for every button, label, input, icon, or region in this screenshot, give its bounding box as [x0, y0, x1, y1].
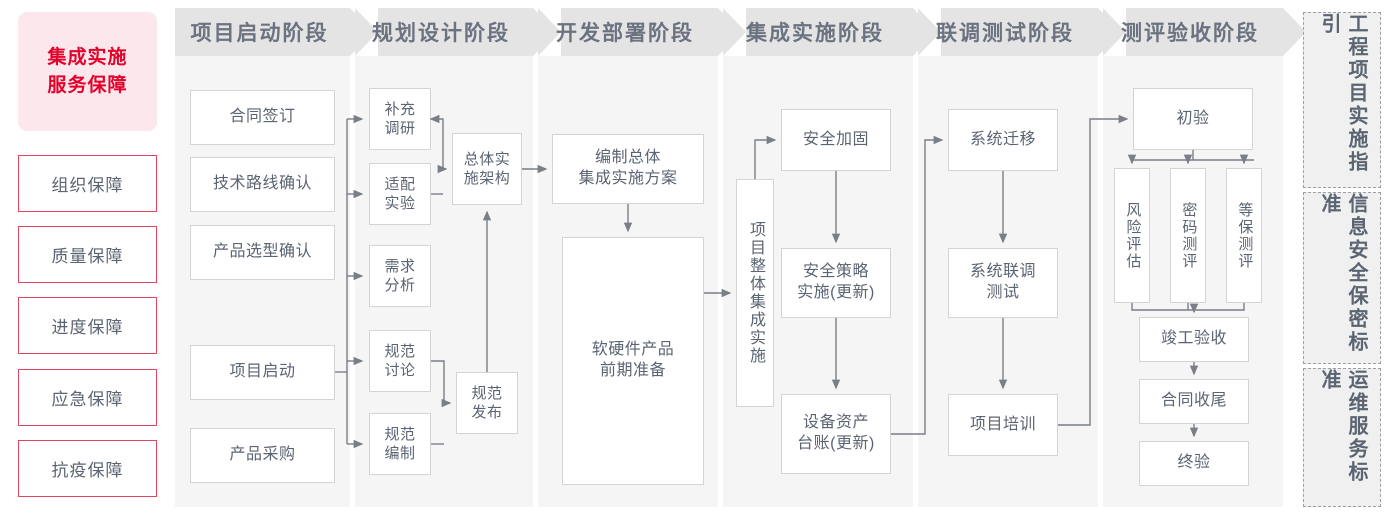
node-cryptography-evaluation[interactable]: 密码测评: [1170, 168, 1206, 303]
node-project-kickoff-label: 项目启动: [229, 363, 296, 381]
phase-header-6-label: 测评验收阶段: [1121, 22, 1259, 45]
node-adaptation-experiment-line2: 实验: [384, 195, 416, 212]
node-risk-assessment[interactable]: 风险评估: [1114, 168, 1150, 303]
node-tech-route-confirm[interactable]: 技术路线确认: [190, 157, 335, 212]
phase-header-2[interactable]: 规划设计阶段: [355, 8, 556, 56]
phase-header-5[interactable]: 联调测试阶段: [918, 8, 1121, 56]
node-spec-release[interactable]: 规范 发布: [456, 372, 518, 434]
node-asset-ledger-update-line2: 台账(更新): [797, 435, 875, 452]
node-adaptation-experiment-line1: 适配: [384, 175, 416, 193]
node-project-training[interactable]: 项目培训: [948, 394, 1058, 456]
node-security-policy-implementation-line1: 安全策略: [802, 263, 869, 281]
node-spec-release-line2: 发布: [471, 404, 503, 421]
left-rail-title-line1: 集成实施: [47, 46, 128, 68]
node-classified-protection-evaluation-label: 等保测评: [1236, 201, 1254, 270]
node-completion-acceptance-label: 竣工验收: [1160, 330, 1227, 348]
node-requirement-analysis[interactable]: 需求 分析: [369, 245, 431, 307]
node-system-joint-test-line1: 系统联调: [969, 263, 1036, 281]
phase-header-1-label: 项目启动阶段: [190, 22, 329, 45]
guarantee-item-epidemic-label: 抗疫保障: [51, 461, 124, 480]
node-spec-drafting[interactable]: 规范 编制: [369, 413, 431, 475]
node-overall-implementation-architecture-line2: 施架构: [463, 170, 511, 187]
guarantee-item-emergency[interactable]: 应急保障: [18, 369, 157, 426]
phase-header-4[interactable]: 集成实施阶段: [723, 8, 936, 56]
node-spec-discussion-line2: 讨论: [384, 362, 416, 379]
phase-header-4-label: 集成实施阶段: [746, 22, 884, 45]
node-spec-discussion[interactable]: 规范 讨论: [369, 330, 431, 392]
node-overall-implementation-architecture[interactable]: 总体实 施架构: [452, 133, 522, 205]
node-asset-ledger-update-line1: 设备资产: [802, 414, 869, 432]
node-hardware-software-preparation[interactable]: 软硬件产品 前期准备: [562, 237, 704, 485]
node-system-joint-test-line2: 测试: [986, 284, 1020, 301]
node-overall-implementation-architecture-line1: 总体实: [463, 150, 511, 168]
standard-panel-ops-service-standard-label: 运维服务标准: [1318, 369, 1367, 484]
node-overall-project-integration[interactable]: 项目整体集成实施: [736, 179, 774, 407]
node-completion-acceptance[interactable]: 竣工验收: [1139, 317, 1249, 362]
node-supplementary-research[interactable]: 补充 调研: [369, 88, 431, 150]
node-requirement-analysis-line1: 需求: [384, 257, 416, 275]
node-requirement-analysis-line2: 分析: [384, 277, 416, 294]
guarantee-item-progress[interactable]: 进度保障: [18, 297, 157, 354]
standard-panel-security-standard-label: 信息安全保密标准: [1318, 193, 1367, 354]
phase-header-1[interactable]: 项目启动阶段: [175, 8, 373, 56]
node-cryptography-evaluation-label: 密码测评: [1180, 201, 1198, 270]
node-system-migration-label: 系统迁移: [969, 130, 1036, 148]
phase-header-2-label: 规划设计阶段: [372, 22, 510, 45]
node-spec-release-line1: 规范: [471, 384, 503, 402]
node-contract-signing[interactable]: 合同签订: [190, 90, 335, 145]
node-product-selection-confirm-label: 产品选型确认: [212, 243, 312, 261]
node-spec-drafting-line2: 编制: [384, 445, 416, 462]
node-security-policy-implementation[interactable]: 安全策略 实施(更新): [781, 248, 891, 318]
left-rail-title: 集成实施 服务保障: [18, 12, 157, 131]
node-preliminary-acceptance-label: 初验: [1176, 109, 1210, 127]
phase-header-3[interactable]: 开发部署阶段: [538, 8, 741, 56]
node-contract-signing-label: 合同签订: [229, 108, 296, 126]
node-system-joint-test[interactable]: 系统联调 测试: [948, 248, 1058, 318]
guarantee-item-emergency-label: 应急保障: [51, 390, 124, 409]
phase-header-6[interactable]: 测评验收阶段: [1103, 8, 1306, 56]
node-spec-drafting-line1: 规范: [384, 425, 416, 443]
standard-panel-engineering-guideline[interactable]: 工程项目实施指引: [1303, 12, 1381, 188]
node-spec-discussion-line1: 规范: [384, 342, 416, 360]
node-security-hardening-label: 安全加固: [802, 130, 869, 148]
standard-panel-ops-service-standard[interactable]: 运维服务标准: [1303, 368, 1381, 507]
phase-header-5-label: 联调测试阶段: [936, 22, 1074, 45]
guarantee-item-quality-label: 质量保障: [51, 247, 124, 266]
guarantee-item-progress-label: 进度保障: [51, 318, 124, 337]
guarantee-item-organization[interactable]: 组织保障: [18, 155, 157, 212]
node-adaptation-experiment[interactable]: 适配 实验: [369, 163, 431, 225]
node-hardware-software-preparation-line1: 软硬件产品: [591, 341, 675, 359]
node-overall-integration-plan-line2: 集成实施方案: [578, 170, 678, 187]
node-final-acceptance[interactable]: 终验: [1139, 441, 1249, 486]
node-classified-protection-evaluation[interactable]: 等保测评: [1226, 168, 1262, 303]
node-security-hardening[interactable]: 安全加固: [781, 109, 891, 171]
node-contract-closure-label: 合同收尾: [1160, 392, 1227, 410]
phase-header-3-label: 开发部署阶段: [556, 22, 694, 45]
node-project-kickoff[interactable]: 项目启动: [190, 345, 335, 400]
standard-panel-security-standard[interactable]: 信息安全保密标准: [1303, 192, 1381, 364]
node-product-procurement[interactable]: 产品采购: [190, 428, 335, 483]
node-preliminary-acceptance[interactable]: 初验: [1133, 88, 1253, 150]
node-overall-integration-plan-line1: 编制总体: [594, 149, 661, 167]
node-system-migration[interactable]: 系统迁移: [948, 109, 1058, 171]
node-product-procurement-label: 产品采购: [229, 446, 296, 464]
left-rail-title-line2: 服务保障: [47, 74, 128, 96]
node-security-policy-implementation-line2: 实施(更新): [797, 284, 875, 301]
node-risk-assessment-label: 风险评估: [1124, 201, 1142, 270]
guarantee-item-epidemic[interactable]: 抗疫保障: [18, 440, 157, 497]
node-overall-integration-plan[interactable]: 编制总体 集成实施方案: [552, 134, 704, 204]
node-hardware-software-preparation-line2: 前期准备: [599, 362, 666, 379]
node-asset-ledger-update[interactable]: 设备资产 台账(更新): [781, 394, 891, 474]
standard-panel-engineering-guideline-label: 工程项目实施指引: [1318, 13, 1367, 174]
node-contract-closure[interactable]: 合同收尾: [1139, 379, 1249, 424]
node-project-training-label: 项目培训: [969, 415, 1036, 433]
node-overall-project-integration-label: 项目整体集成实施: [747, 221, 764, 365]
guarantee-item-organization-label: 组织保障: [51, 176, 124, 195]
node-supplementary-research-line2: 调研: [384, 120, 416, 137]
node-tech-route-confirm-label: 技术路线确认: [212, 175, 312, 193]
node-final-acceptance-label: 终验: [1177, 454, 1211, 472]
guarantee-item-quality[interactable]: 质量保障: [18, 226, 157, 283]
node-supplementary-research-line1: 补充: [384, 100, 416, 118]
node-product-selection-confirm[interactable]: 产品选型确认: [190, 225, 335, 280]
